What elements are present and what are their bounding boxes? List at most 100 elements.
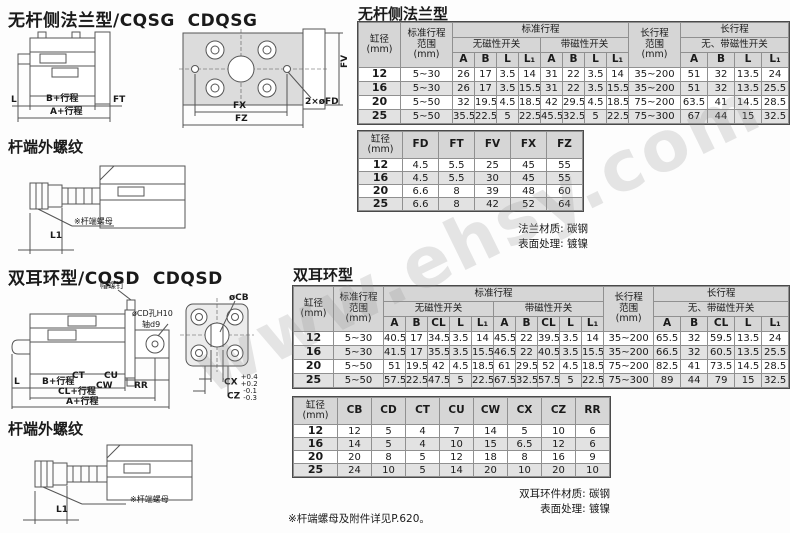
bore-cell: 20 [293, 359, 334, 374]
bore-cell: 20 [293, 450, 338, 465]
col-cb: CB [337, 397, 372, 425]
value-cell: 3.5 [496, 67, 519, 82]
header-both-switch: 无、带磁性开关 [653, 301, 790, 317]
rod-end-nut-callout-2: ※杆端螺母 [130, 495, 169, 504]
col-cu: CU [439, 397, 474, 425]
value-cell: 22.5 [580, 373, 605, 388]
value-cell: 4.5 [584, 95, 607, 110]
value-cell: 35~200 [628, 81, 682, 96]
bore-cell: 25 [358, 197, 403, 212]
value-cell: 5 [405, 463, 440, 478]
value-cell: 17 [405, 331, 428, 346]
value-cell: 15 [734, 373, 763, 388]
value-cell: 6 [575, 423, 610, 439]
header-no-switch: 无磁性开关 [383, 301, 494, 317]
dim-cx-label: CX +0.4 +0.2 [224, 373, 258, 389]
dim-cx-text: CX [224, 377, 238, 388]
value-cell: 6 [575, 437, 610, 452]
value-cell: 5.5 [438, 171, 475, 186]
value-cell: 41 [680, 359, 709, 374]
dim-l-label: L [11, 95, 17, 105]
col-l1: L₁ [761, 316, 790, 332]
bore-cell: 16 [293, 437, 338, 452]
value-cell: 14 [605, 67, 630, 82]
value-cell: 19.5 [405, 359, 428, 374]
dim-cu-label: CU [104, 371, 118, 381]
value-cell: 26 [452, 81, 475, 96]
dim-fx-label: FX [233, 101, 247, 111]
value-cell: 45.5 [493, 331, 516, 346]
col-fx: FX [510, 131, 547, 159]
col-ct: CT [405, 397, 440, 425]
value-cell: 66.5 [653, 345, 682, 360]
col-a: A [680, 52, 709, 68]
value-cell: 8 [438, 184, 475, 199]
value-cell: 12 [541, 437, 576, 452]
value-cell: 31 [540, 81, 563, 96]
value-cell: 32 [707, 81, 736, 96]
value-cell: 25 [474, 157, 511, 173]
bore-cell: 16 [293, 345, 334, 360]
flange-front-view-drawing: FV FX FZ 2×øFD [175, 28, 355, 133]
value-cell: 7 [439, 423, 474, 439]
value-cell: 35~200 [628, 67, 682, 82]
value-cell: 6.5 [507, 437, 542, 452]
value-cell: 15.5 [605, 81, 630, 96]
value-cell: 67.5 [493, 373, 516, 388]
value-cell: 35.5 [452, 109, 475, 124]
col-l1: L₁ [605, 52, 630, 68]
col-b: B [474, 52, 497, 68]
col-fz: FZ [546, 131, 583, 159]
value-cell: 29.5 [562, 95, 585, 110]
value-cell: 13.5 [734, 67, 763, 82]
flange-front-view-linework [179, 28, 343, 128]
col-rr: RR [575, 397, 610, 425]
col-a: A [452, 52, 475, 68]
value-cell: 5 [559, 373, 582, 388]
value-cell: 32 [680, 345, 709, 360]
value-cell: 44 [707, 109, 736, 124]
value-cell: 10 [439, 437, 474, 452]
value-cell: 41.5 [383, 345, 406, 360]
clevis-dimensions-table: 缸径 (mm) 标准行程 范围 (mm) 标准行程 长行程 范围 (mm) 长行… [291, 285, 790, 389]
col-b: B [405, 316, 428, 332]
rod-thread-heading: 杆端外螺纹 [8, 138, 84, 156]
value-cell: 15.5 [518, 81, 541, 96]
bore-cell: 12 [293, 423, 338, 439]
value-cell: 39.5 [537, 331, 560, 346]
value-cell: 17 [474, 67, 497, 82]
value-cell: 5~50 [400, 109, 453, 124]
value-cell: 89 [653, 373, 682, 388]
value-cell: 35~200 [603, 345, 655, 360]
value-cell: 10 [507, 463, 542, 478]
value-cell: 28.5 [761, 95, 790, 110]
bore-cell: 12 [293, 331, 334, 346]
bore-cell: 25 [293, 463, 338, 478]
value-cell: 4 [405, 423, 440, 439]
header-long-stroke: 长行程 [680, 22, 790, 38]
col-cx: CX [507, 397, 542, 425]
clevis-material-notes: 双耳环件材质: 碳钢 表面处理: 镀镍 [460, 487, 610, 517]
col-b: B [707, 52, 736, 68]
col-cl: CL [707, 316, 736, 332]
value-cell: 75~300 [603, 373, 655, 388]
value-cell: 48 [510, 184, 547, 199]
rod-end-nut-callout: ※杆端螺母 [74, 217, 113, 226]
value-cell: 32 [707, 67, 736, 82]
value-cell: 17 [405, 345, 428, 360]
value-cell: 20 [337, 450, 372, 465]
value-cell: 18.5 [471, 359, 494, 374]
value-cell: 16 [541, 450, 576, 465]
header-both-switch: 无、带磁性开关 [680, 37, 790, 53]
value-cell: 14 [580, 331, 605, 346]
